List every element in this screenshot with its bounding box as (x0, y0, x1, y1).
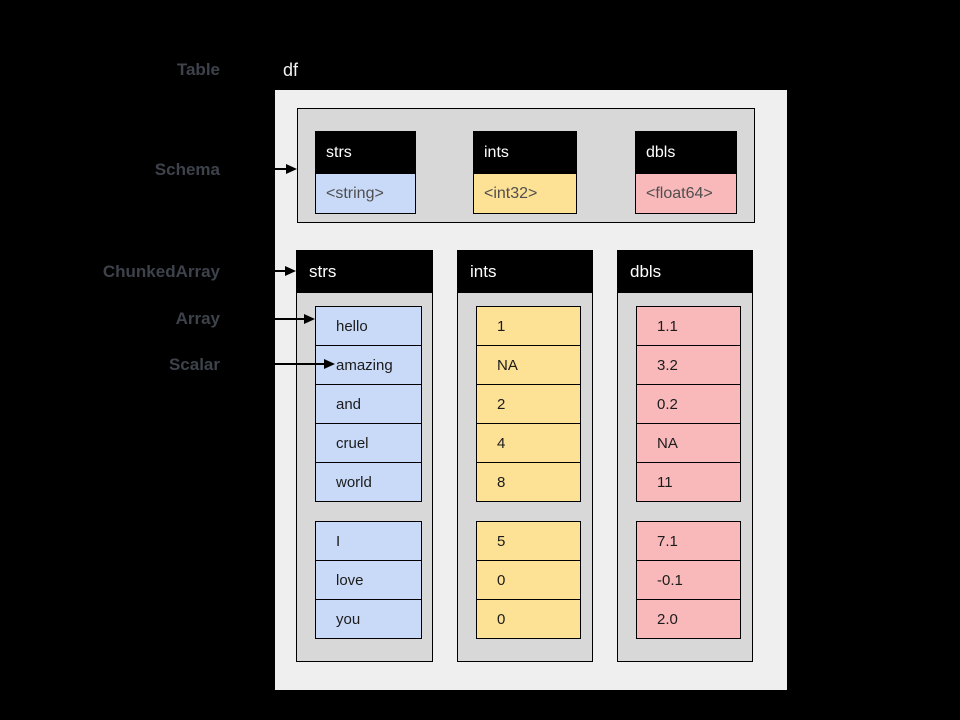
scalar-arrow-line (222, 363, 324, 365)
label-table: Table (176, 60, 220, 79)
schema-arrow-line (222, 168, 286, 170)
chunked-array-arrowhead-icon (285, 266, 296, 276)
array-cell: world (316, 463, 421, 501)
array-cell: 0.2 (637, 385, 740, 423)
schema-field-ints: ints<int32> (473, 131, 577, 214)
chunked-array-header: strs (296, 250, 433, 293)
array-cell: -0.1 (637, 561, 740, 599)
schema-field-strs: strs<string> (315, 131, 416, 214)
schema-field-name: dbls (636, 132, 736, 174)
schema-field-name: strs (316, 132, 415, 174)
chunked-array-arrow-line (222, 270, 285, 272)
scalar-arrowhead-icon (324, 359, 335, 369)
array-cell: NA (637, 424, 740, 462)
array-cell: 11 (637, 463, 740, 501)
schema-field-type: <string> (316, 174, 415, 213)
array-cell: love (316, 561, 421, 599)
array-cell: NA (477, 346, 580, 384)
array-cell: cruel (316, 424, 421, 462)
label-array: Array (175, 309, 220, 328)
array-cell: 0 (477, 600, 580, 638)
table-name: df (283, 60, 299, 80)
array-cell: 8 (477, 463, 580, 501)
array-cell: 2.0 (637, 600, 740, 638)
array-arrowhead-icon (304, 314, 315, 324)
chunked-array-header: dbls (617, 250, 753, 293)
schema-box: strs<string> ints<int32> dbls<float64> (297, 108, 755, 223)
array-cell: 0 (477, 561, 580, 599)
label-scalar: Scalar (168, 355, 220, 374)
array-cell: 7.1 (637, 522, 740, 560)
array-arrow-line (222, 318, 304, 320)
chunked-array-header: ints (457, 250, 593, 293)
schema-field-type: <int32> (474, 174, 576, 213)
label-chunked-array: ChunkedArray (102, 262, 220, 281)
array-cell: 2 (477, 385, 580, 423)
array-cell: 1 (477, 307, 580, 345)
array-cell: hello (316, 307, 421, 345)
array-cell: I (316, 522, 421, 560)
array-cell: 1.1 (637, 307, 740, 345)
schema-field-type: <float64> (636, 174, 736, 213)
array-cell: and (316, 385, 421, 423)
label-schema: Schema (154, 160, 220, 179)
array-cell: 3.2 (637, 346, 740, 384)
schema-arrowhead-icon (286, 164, 297, 174)
array-cell: 4 (477, 424, 580, 462)
array-cell: 5 (477, 522, 580, 560)
schema-field-dbls: dbls<float64> (635, 131, 737, 214)
array-cell: you (316, 600, 421, 638)
schema-field-name: ints (474, 132, 576, 174)
